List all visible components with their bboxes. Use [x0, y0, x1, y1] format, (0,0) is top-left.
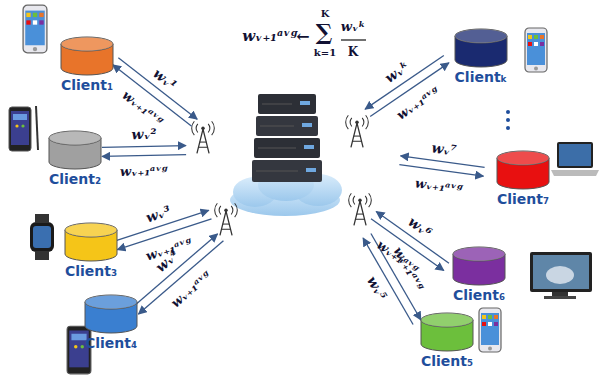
client-database: Client₃ [56, 222, 126, 279]
cylinder-shape [59, 36, 115, 76]
weight-label: wᵥ⁷ [431, 141, 458, 158]
upload-arrow [401, 156, 485, 167]
formula-sum: ∑ [316, 21, 333, 43]
cylinder-shape [451, 246, 507, 286]
client-label: Client₇ [488, 191, 558, 207]
weight-label: wᵥ¹ [151, 65, 179, 91]
client-label: Client₅ [412, 353, 482, 369]
client-database: Client₅ [412, 312, 482, 369]
cylinder-shape [83, 294, 139, 334]
formula-arrow: ← [296, 29, 309, 45]
upload-arrow [102, 146, 186, 148]
formula-limit: k=1 [314, 48, 336, 58]
client-label: Client₂ [40, 171, 110, 187]
client-label: Clientₖ [446, 69, 516, 85]
client-label: Client₃ [56, 263, 126, 279]
average-weight-label: wᵥ₊₁ᵃᵛᵍ [120, 88, 166, 128]
average-weight-label: wᵥ₊₁ᵃᵛᵍ [395, 84, 442, 122]
cylinder-shape [453, 28, 509, 68]
client-label: Client₆ [444, 287, 514, 303]
average-weight-label: wᵥ₊₁ᵃᵛᵍ [414, 176, 464, 195]
average-weight-label: wᵥ₊₁ᵃᵛᵍ [120, 164, 169, 178]
download-arrow [399, 165, 483, 176]
weight-label: wᵥ² [131, 127, 156, 142]
weight-label: wᵥ³ [144, 203, 172, 224]
client-database: Client₆ [444, 246, 514, 303]
average-weight-label: wᵥ₊₁ᵃᵛᵍ [169, 268, 214, 309]
average-weight-label: wᵥ₊₁ᵃᵛᵍ [392, 245, 427, 293]
client-database: Client₁ [52, 36, 122, 93]
client-database: Client₂ [40, 130, 110, 187]
client-database: Clientₖ [446, 28, 516, 85]
cylinder-shape [47, 130, 103, 170]
cylinder-shape [63, 222, 119, 262]
client-database: Client₄ [76, 294, 146, 351]
client-label: Client₄ [76, 335, 146, 351]
client-database: Client₇ [488, 150, 558, 207]
client-label: Client₁ [52, 77, 122, 93]
formula-term: wᵥᵏ [341, 20, 365, 33]
weight-label: wᵥ⁶ [406, 214, 435, 240]
upload-arrow [118, 58, 197, 120]
formula-term: K [348, 46, 358, 58]
weight-label: wᵥᵏ [383, 59, 413, 85]
cylinder-shape [495, 150, 551, 190]
download-arrow [102, 155, 186, 157]
formula-limit: K [321, 9, 330, 19]
formula-term: wᵥ₊₁ᵃᵛᵍ [242, 29, 298, 44]
cylinder-shape [419, 312, 475, 352]
